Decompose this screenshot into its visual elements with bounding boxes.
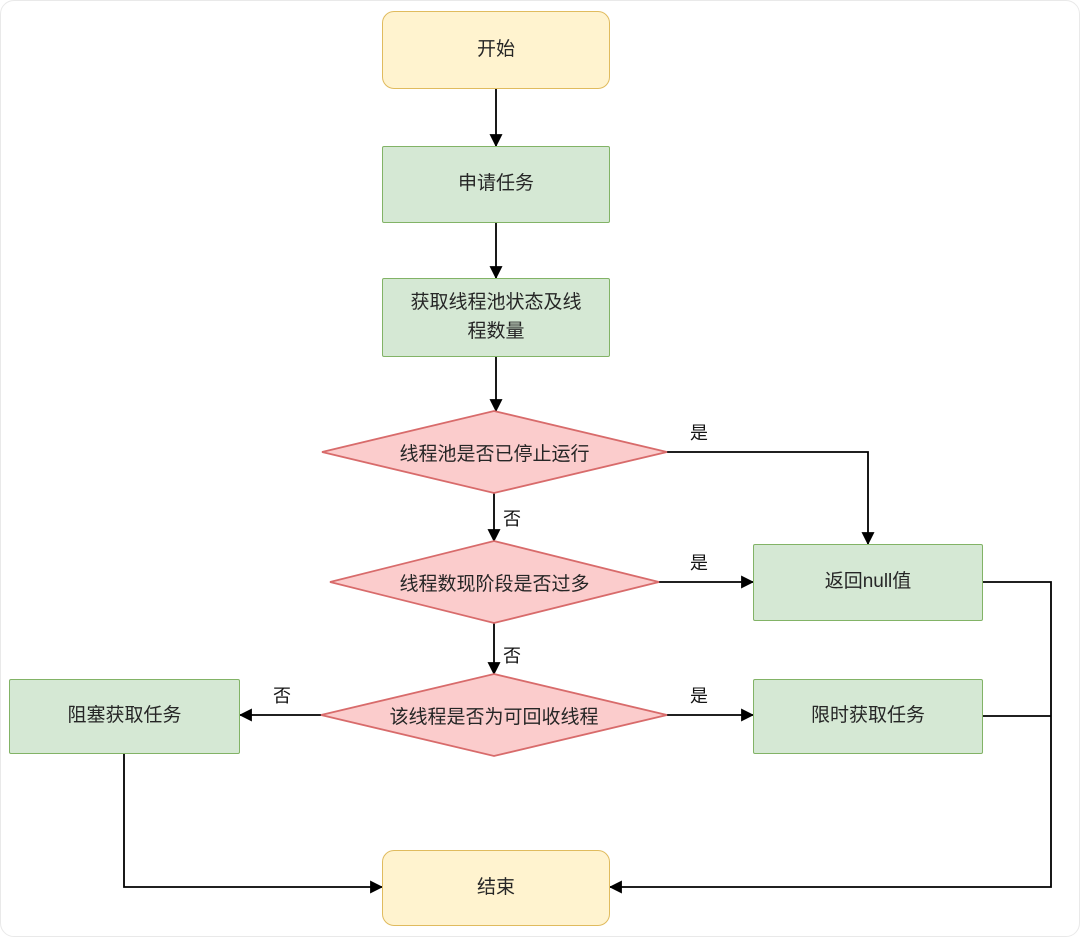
node-block-get-task: 阻塞获取任务 (9, 679, 240, 754)
node-get-pool-status: 获取线程池状态及线程数量 (382, 278, 610, 357)
decision-pool-stopped-shape (321, 410, 668, 494)
node-return-null: 返回null值 (753, 544, 983, 621)
node-timed-get-task: 限时获取任务 (753, 679, 983, 754)
edge-label-too-many-yes: 是 (688, 553, 710, 575)
node-block-get-task-label: 阻塞获取任务 (67, 705, 182, 727)
node-return-null-label: 返回null值 (824, 571, 912, 593)
node-timed-get-task-label: 限时获取任务 (810, 705, 925, 727)
node-start-label: 开始 (476, 38, 515, 60)
edge-label-pool-stopped-no: 否 (501, 509, 523, 531)
edge-label-recyclable-no: 否 (271, 686, 293, 708)
edge-label-pool-stopped-yes: 是 (688, 423, 710, 445)
node-apply-task-label: 申请任务 (457, 173, 534, 195)
edge-block-to-end (123, 754, 384, 894)
edge-pool-stopped-to-return-null (667, 451, 875, 546)
edge-label-recyclable-yes: 是 (688, 686, 710, 708)
node-start: 开始 (382, 11, 610, 89)
decision-too-many-threads-shape (329, 540, 660, 624)
node-get-pool-status-label: 获取线程池状态及线程数量 (410, 292, 582, 342)
edge-return-null-to-end (608, 581, 1052, 894)
node-end: 结束 (382, 850, 610, 926)
edge-label-too-many-no: 否 (501, 646, 523, 668)
decision-recyclable-thread-shape (320, 673, 668, 757)
node-apply-task: 申请任务 (382, 146, 610, 223)
node-end-label: 结束 (476, 876, 515, 898)
